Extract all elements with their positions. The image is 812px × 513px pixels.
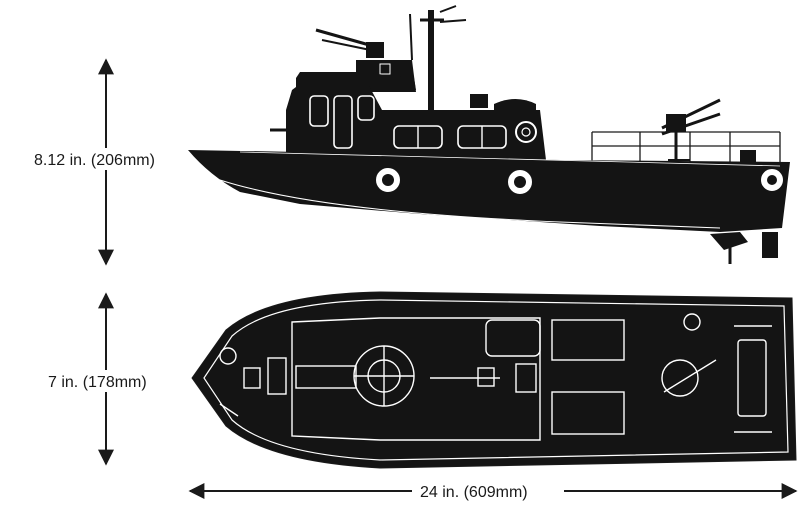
aft-gun-mount (661, 98, 756, 162)
side-hull (188, 150, 790, 233)
main-cabin (270, 84, 546, 160)
side-view (188, 5, 790, 264)
top-deck-details (219, 313, 772, 441)
propeller-rudder (710, 232, 778, 264)
roof-gun-mount (315, 28, 384, 58)
height-label: 8.12 in. (206mm) (34, 152, 155, 169)
mast (409, 5, 467, 110)
length-label: 24 in. (609mm) (420, 484, 528, 501)
width-label: 7 in. (178mm) (48, 374, 147, 391)
top-view (191, 291, 797, 469)
side-fenders (374, 166, 785, 196)
